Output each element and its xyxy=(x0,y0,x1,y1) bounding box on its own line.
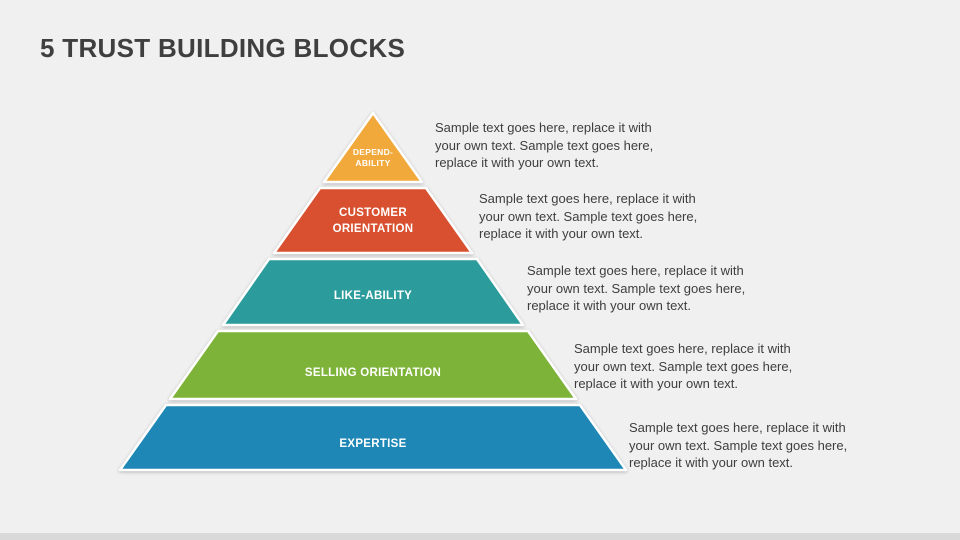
pyramid-level-customer-orientation xyxy=(272,186,474,255)
level-description-dependability: Sample text goes here, replace it with y… xyxy=(435,120,654,170)
level-description-like-ability: Sample text goes here, replace it with y… xyxy=(527,263,746,313)
slide-title: 5 TRUST BUILDING BLOCKS xyxy=(40,33,406,64)
level-description-expertise: Sample text goes here, replace it with y… xyxy=(629,420,848,470)
pyramid-level-dependability xyxy=(322,111,424,184)
level-label-selling-orientation: SELLING ORIENTATION xyxy=(304,367,442,379)
level-label-dependability: DEPEND- ABILITY xyxy=(352,147,394,169)
level-description-selling-orientation: Sample text goes here, replace it with y… xyxy=(574,341,793,391)
pyramid-level-expertise xyxy=(118,403,628,472)
level-description-customer-orientation: Sample text goes here, replace it with y… xyxy=(479,191,698,241)
pyramid-level-like-ability xyxy=(221,257,525,327)
slide-bottom-edge xyxy=(0,533,960,540)
level-label-like-ability: LIKE-ABILITY xyxy=(333,290,413,302)
pyramid-level-selling-orientation xyxy=(168,329,578,401)
level-label-customer-orientation: CUSTOMER ORIENTATION xyxy=(332,207,414,235)
level-label-expertise: EXPERTISE xyxy=(339,438,407,450)
